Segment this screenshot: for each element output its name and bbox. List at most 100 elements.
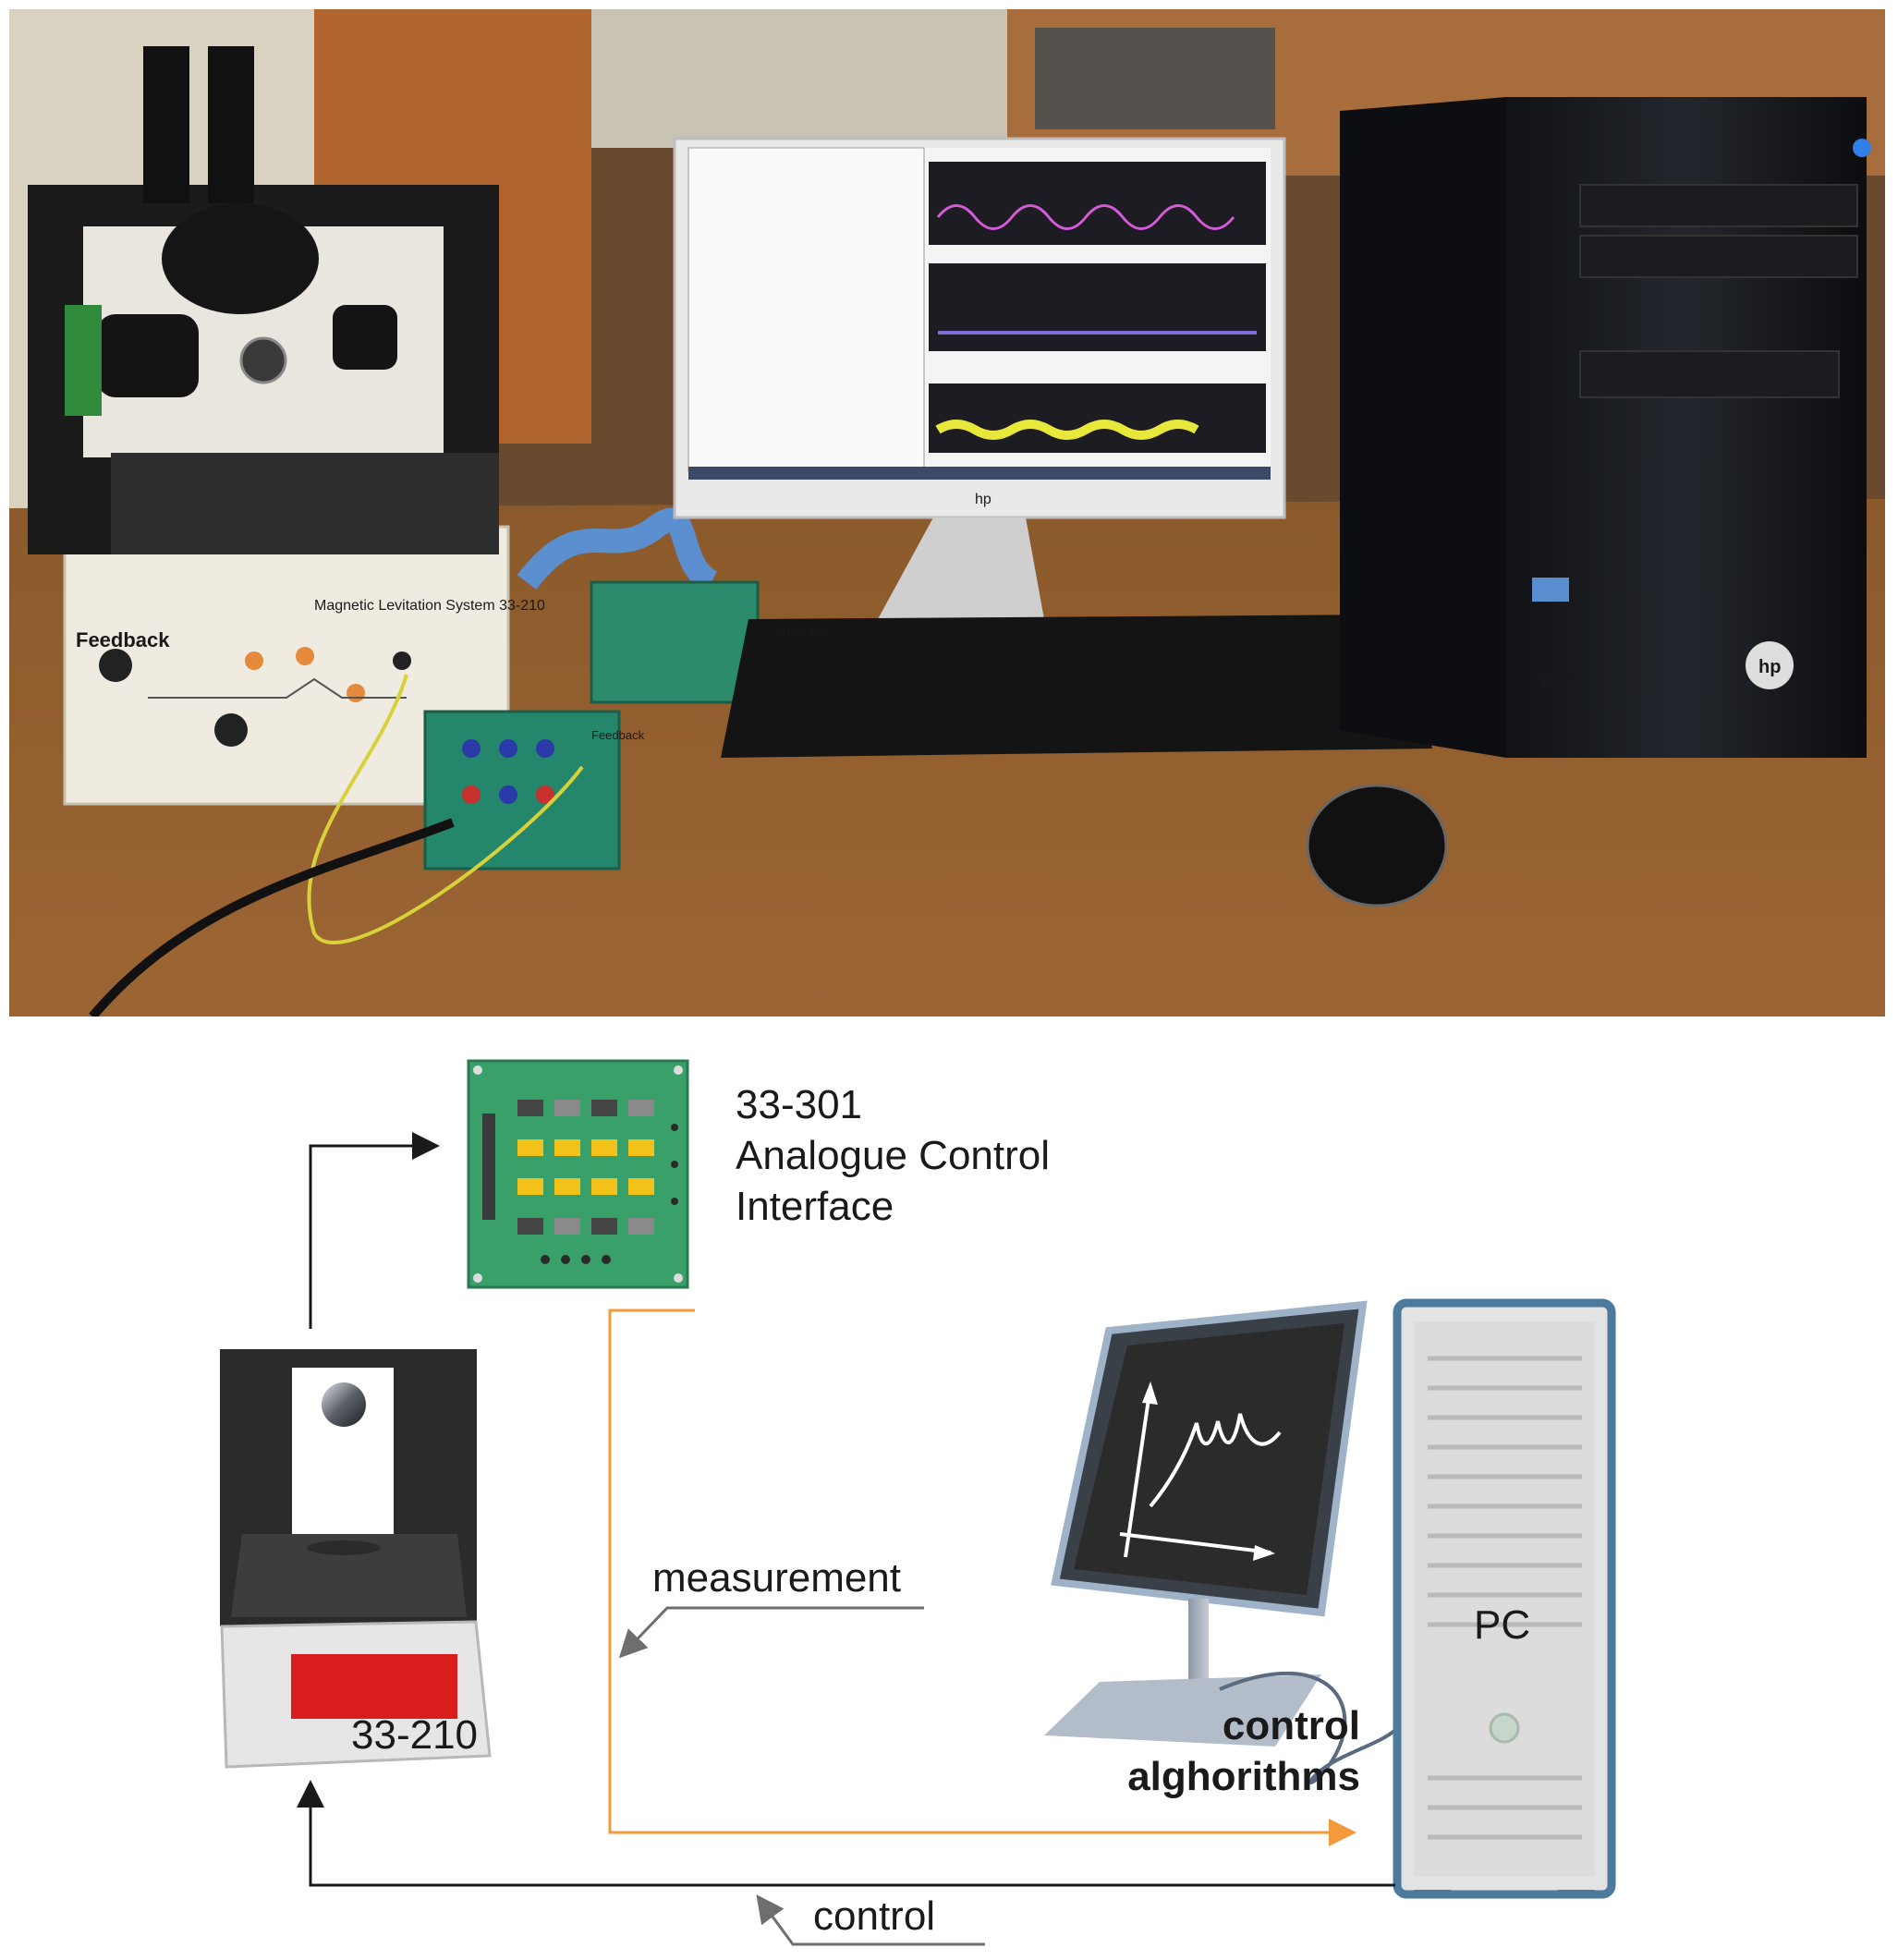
power-button-icon — [1853, 139, 1871, 157]
interface-socket-6 — [536, 785, 554, 804]
measurement-callout — [618, 1606, 924, 1659]
board-pin-2 — [671, 1161, 678, 1168]
board-led-3 — [581, 1255, 590, 1264]
control-callout — [756, 1894, 985, 1946]
sensor-right — [333, 305, 397, 370]
wire-black — [89, 818, 455, 1017]
board-pcb — [467, 1059, 689, 1289]
interface-box-brand: Feedback — [591, 728, 645, 742]
lev-platform — [111, 453, 499, 554]
lev-socket-2 — [296, 647, 314, 665]
arrow-pc-to-lev — [297, 1780, 1395, 1887]
tower-logo-circle — [1746, 641, 1794, 689]
measurement-line — [608, 1309, 1357, 1846]
arrow-lev-to-interface — [309, 1132, 440, 1329]
system-diagram: 33-301 Analogue Control Interface 33-210 — [220, 1059, 1616, 1946]
keyboard-body — [721, 615, 1432, 758]
monitor-icon-base — [1044, 1674, 1321, 1747]
levitation-label: 33-210 — [351, 1712, 478, 1758]
board-pin-1 — [671, 1124, 678, 1131]
algorithms-label-line2: alghorithms — [1127, 1754, 1360, 1799]
keyboard: SAMSUNG — [721, 615, 1432, 758]
chart-x-axis-icon — [1119, 1532, 1271, 1554]
board-led-2 — [561, 1255, 570, 1264]
board-screw-3 — [473, 1273, 482, 1283]
mouse — [1306, 784, 1448, 907]
board-components — [517, 1100, 654, 1235]
pc-icon-front — [1414, 1321, 1595, 1876]
interface-board-icon — [467, 1059, 689, 1289]
scope-2 — [929, 263, 1266, 351]
ribbon-cable — [517, 507, 719, 593]
lev-knob-left — [99, 649, 132, 682]
lev-icon-display — [291, 1654, 457, 1719]
board-led-1 — [541, 1255, 550, 1264]
pc-icon-foot-left — [1414, 1890, 1451, 1897]
pc-tower-icon — [1393, 1298, 1616, 1899]
interface-socket-1 — [462, 739, 481, 758]
scope-1 — [929, 162, 1266, 245]
keyboard-brand: SAMSUNG — [772, 627, 828, 640]
shelf-back — [591, 9, 1007, 148]
tower-drive-bay-1 — [1579, 184, 1858, 227]
pc-tower: hp pro hp — [1340, 97, 1871, 758]
scope-3 — [929, 383, 1266, 453]
tower-drive-bay-2 — [1579, 235, 1858, 278]
shelf-boxes — [1035, 28, 1275, 129]
interface-label-line1: 33-301 — [736, 1082, 862, 1127]
monitor-icon — [1044, 1300, 1397, 1784]
board-screw-2 — [674, 1065, 683, 1075]
monitor-cable-icon — [1219, 1671, 1397, 1784]
interface-label-line2: Analogue Control — [736, 1133, 1050, 1178]
monitor-stand — [878, 517, 1044, 619]
tower-sticker — [1532, 578, 1569, 602]
interface-box-body — [423, 710, 621, 870]
chart-x-arrowhead-icon — [1253, 1545, 1275, 1561]
tower-drive-bay-3 — [1579, 350, 1840, 398]
board-led-4 — [602, 1255, 611, 1264]
lev-panel-schematic — [148, 677, 407, 699]
pc-icon-power-light — [1489, 1712, 1520, 1744]
taskbar — [688, 467, 1271, 480]
pc-label: PC — [1474, 1602, 1530, 1648]
chart-y-arrowhead-icon — [1142, 1382, 1158, 1405]
control-label: control — [813, 1893, 935, 1939]
interface-socket-4 — [462, 785, 481, 804]
monitor-icon-screen — [1074, 1323, 1344, 1595]
monitor: hp — [673, 137, 1286, 619]
interface-socket-3 — [536, 739, 554, 758]
interface-socket-5 — [499, 785, 517, 804]
electromagnet — [162, 203, 319, 314]
lev-panel-brand: Feedback — [76, 628, 170, 651]
monitor-brand: hp — [975, 492, 992, 507]
lev-icon-platform — [231, 1534, 467, 1617]
scope-3-trace — [935, 420, 1199, 440]
sensor-left — [97, 314, 199, 397]
lev-knob-center — [214, 713, 248, 747]
pc-icon-foot-right — [1558, 1890, 1595, 1897]
board-screw-1 — [473, 1065, 482, 1075]
interface-socket-2 — [499, 739, 517, 758]
algorithms-label-line1: control — [1223, 1703, 1360, 1748]
connector-box — [590, 580, 760, 704]
lev-socket-4 — [393, 651, 411, 670]
board-pin-3 — [671, 1198, 678, 1205]
chart-y-axis-icon — [1124, 1385, 1152, 1558]
coil-left — [143, 46, 189, 203]
scope-1-trace — [936, 204, 1235, 230]
analogue-interface-box: Feedback — [423, 710, 645, 870]
board-slot — [482, 1114, 495, 1220]
measurement-label: measurement — [652, 1555, 901, 1601]
interface-label-line3: Interface — [736, 1184, 894, 1229]
lev-socket-1 — [245, 651, 263, 670]
chart-curve-icon — [1149, 1413, 1282, 1508]
lev-panel-title: Magnetic Levitation System 33-210 — [314, 598, 545, 614]
lev-icon-pad — [307, 1540, 381, 1555]
pc-icon-vents — [1428, 1356, 1582, 1840]
monitor-icon-neck — [1188, 1599, 1209, 1682]
lab-setup-photo: Feedback Magnetic Levitation System 33-2… — [9, 9, 1885, 1017]
lev-socket-3 — [347, 684, 365, 702]
tower-badge: hp pro — [1534, 672, 1576, 688]
sensor-board — [65, 305, 102, 416]
wire-yellow — [307, 674, 584, 944]
